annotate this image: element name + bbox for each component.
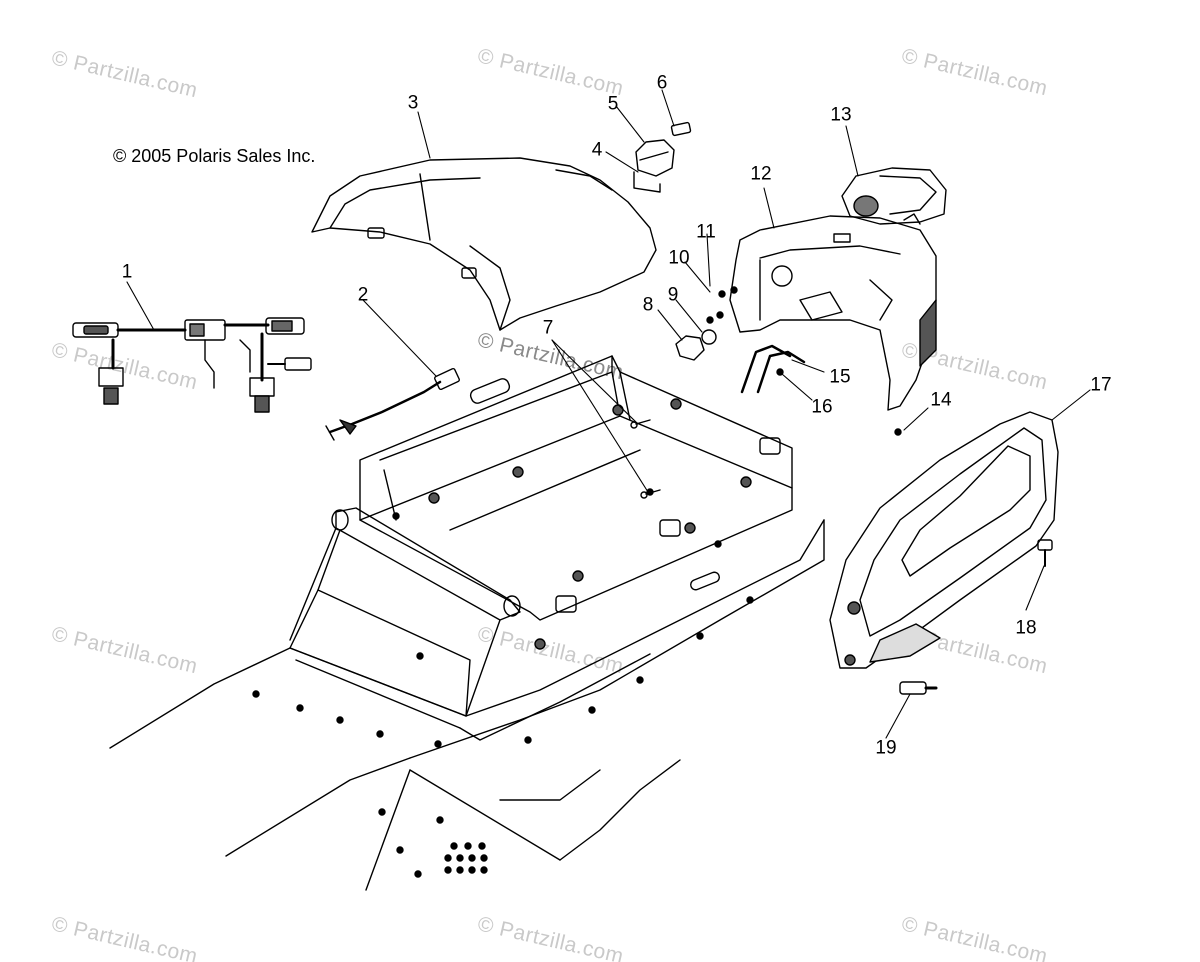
rivet-and-bolt: [899, 539, 1053, 695]
light-cable: [325, 367, 460, 441]
chassis-tunnel: [109, 355, 825, 891]
bulb-and-nuts: [675, 286, 738, 361]
callout-7[interactable]: 7: [542, 317, 554, 339]
callout-15[interactable]: 15: [829, 366, 851, 388]
callout-10[interactable]: 10: [668, 247, 690, 269]
callout-13[interactable]: 13: [830, 104, 852, 126]
callout-3[interactable]: 3: [407, 92, 419, 114]
mounting-bracket: [740, 344, 902, 436]
callout-9[interactable]: 9: [667, 284, 679, 306]
leader-lines: [126, 89, 1091, 739]
tail-light-lens: [841, 167, 947, 225]
wiring-harness: [72, 317, 312, 413]
key-switch: [633, 121, 692, 193]
tail-light-housing: [729, 215, 937, 411]
copyright-notice: © 2005 Polaris Sales Inc.: [113, 146, 316, 166]
callout-1[interactable]: 1: [121, 261, 133, 283]
callout-6[interactable]: 6: [656, 72, 668, 94]
callout-2[interactable]: 2: [357, 284, 369, 306]
callout-19[interactable]: 19: [875, 737, 897, 759]
seat: [311, 157, 657, 331]
callout-11[interactable]: 11: [696, 221, 716, 243]
callout-8[interactable]: 8: [642, 294, 654, 316]
callout-18[interactable]: 18: [1015, 617, 1037, 639]
callout-16[interactable]: 16: [811, 396, 833, 418]
callout-17[interactable]: 17: [1090, 374, 1112, 396]
callout-4[interactable]: 4: [591, 139, 603, 161]
callout-14[interactable]: 14: [930, 389, 952, 411]
callout-5[interactable]: 5: [607, 93, 619, 115]
callout-12[interactable]: 12: [750, 163, 772, 185]
side-panel: [829, 411, 1059, 669]
